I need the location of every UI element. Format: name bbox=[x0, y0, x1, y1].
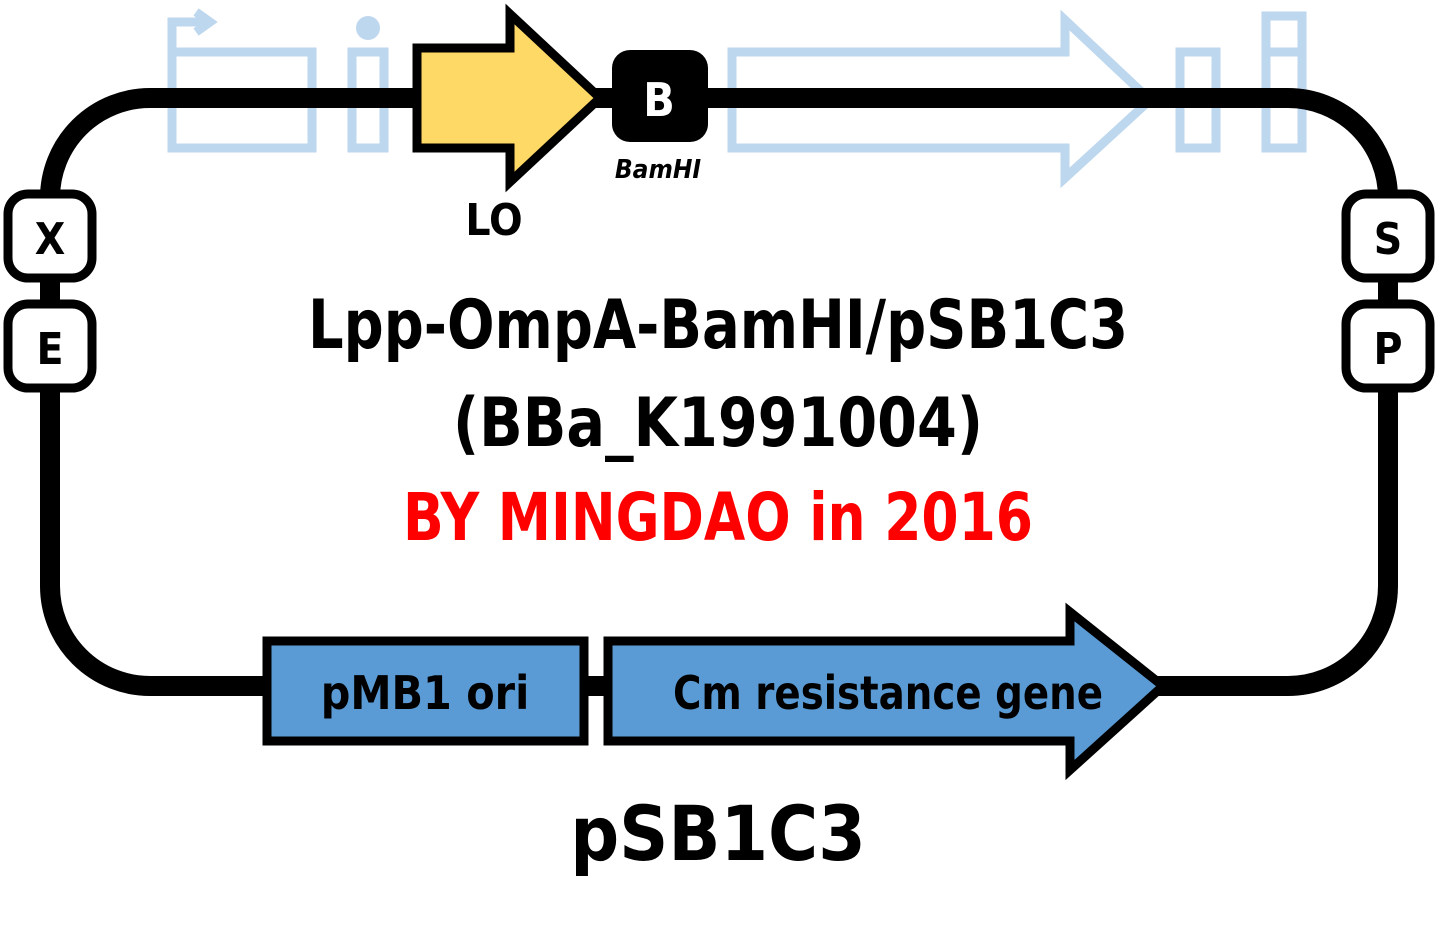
xbai-site-box bbox=[3, 189, 97, 283]
construct-id: (BBa_K1991004) bbox=[453, 384, 983, 463]
psti-site-letter: P bbox=[1373, 324, 1402, 375]
watermark-promoter-icon bbox=[167, 17, 205, 60]
bamhi-site-box bbox=[612, 50, 708, 142]
backbone-name: pSB1C3 bbox=[570, 789, 866, 878]
construct-title: Lpp-OmpA-BamHI/pSB1C3 bbox=[308, 286, 1128, 365]
ecori-site-letter: E bbox=[36, 324, 63, 375]
spei-site-letter: S bbox=[1374, 214, 1403, 265]
watermark-rbs-icon bbox=[356, 16, 380, 40]
resistance-gene-label: Cm resistance gene bbox=[673, 666, 1103, 720]
insert-label: LO bbox=[465, 195, 522, 246]
insert-arrow bbox=[412, 3, 607, 193]
bamhi-site-letter: B bbox=[643, 73, 675, 127]
watermark-cds-arrow-icon bbox=[727, 9, 1157, 189]
psti-site-box bbox=[1341, 299, 1435, 393]
resistance-gene-arrow bbox=[603, 602, 1170, 781]
bamhi-site-name: BamHI bbox=[615, 155, 702, 185]
ori-label: pMB1 ori bbox=[321, 666, 530, 720]
ori-box bbox=[262, 636, 589, 746]
credit-text: BY MINGDAO in 2016 bbox=[403, 479, 1033, 556]
watermark-terminator-top-icon bbox=[1261, 11, 1307, 52]
xbai-site-letter: X bbox=[35, 214, 66, 265]
spei-site-box bbox=[1341, 189, 1435, 283]
ecori-site-box bbox=[3, 299, 97, 393]
watermark-promoter-arrowhead-icon bbox=[193, 8, 218, 36]
